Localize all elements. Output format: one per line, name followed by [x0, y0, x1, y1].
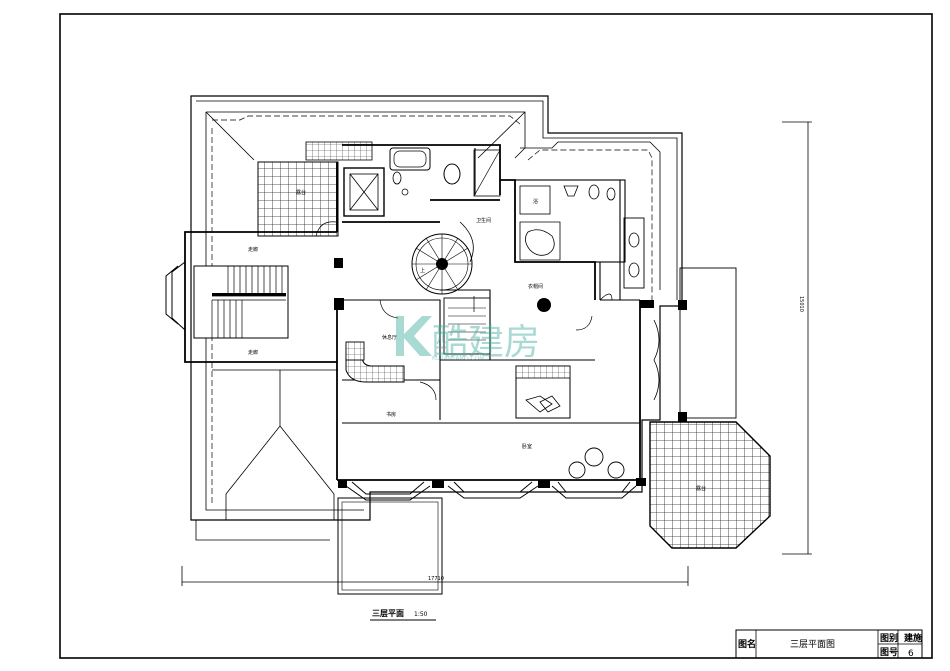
- sofa-end: [345, 341, 365, 361]
- watermark-logo: 酷建房 KUJIANFANG.COM: [396, 316, 540, 363]
- room-label-study: 书房: [386, 411, 396, 418]
- structural-columns: [334, 258, 687, 488]
- bathtub: [389, 147, 431, 171]
- lounge-chairs: [568, 447, 625, 479]
- room-label-bath: 浴: [533, 198, 538, 205]
- shower-box: [473, 149, 501, 197]
- drawing-caption: 三层平面: [372, 609, 404, 618]
- stair-up-label: 上: [420, 267, 425, 274]
- roof-lower-hip: [212, 369, 338, 521]
- room-label-corridor-bottom: 走廊: [248, 349, 258, 356]
- vanity-basin-2: [628, 262, 640, 278]
- balcony-bottom-inner: [341, 501, 439, 591]
- title-block-category-label: 图别: [880, 632, 898, 644]
- stair-box: [193, 265, 289, 339]
- spiral-stair: [411, 221, 474, 295]
- drawing-border: [59, 13, 933, 659]
- title-block-number-value: 6: [908, 649, 914, 659]
- right-balcony-column: [679, 267, 737, 419]
- toilet-right: [588, 184, 600, 200]
- spiral-stair-core: [436, 258, 448, 270]
- bed-pillows: [525, 395, 561, 413]
- dimension-height-label: 15010: [798, 296, 804, 312]
- door-swings: [315, 221, 613, 401]
- room-label-toilet: 卫生间: [476, 217, 491, 224]
- closet-column: [537, 298, 551, 312]
- room-label-terrace-right: 露台: [696, 485, 706, 492]
- elevator-shaft: [343, 167, 385, 217]
- room-label-bedroom: 卧室: [522, 443, 532, 450]
- vanity-basin-1: [628, 232, 640, 248]
- stair-bay-outline: [165, 261, 186, 331]
- shower-right: [519, 185, 551, 215]
- title-block-name-value: 三层平面图: [790, 639, 835, 650]
- dimension-height: [782, 121, 812, 555]
- elevator-cross: [349, 173, 379, 211]
- title-block-name-label: 图名: [738, 638, 756, 650]
- shower-diag: [473, 149, 501, 197]
- top-tile-strip: [305, 141, 373, 161]
- room-label-lounge: 休息厅: [382, 334, 397, 341]
- bathroom-right-outline: [514, 179, 626, 263]
- terrace-right-tiles: [649, 421, 771, 549]
- elevator-inner: [349, 173, 379, 211]
- terrace-left-tiles: [257, 161, 339, 237]
- closet-hangers: [448, 307, 486, 341]
- title-block-category-value: 建施: [904, 632, 922, 644]
- sink-fixture: [392, 171, 402, 185]
- roof-dashed-eave: [211, 115, 521, 505]
- balcony-bottom: [337, 497, 443, 595]
- title-block-number-label: 图号: [880, 647, 898, 658]
- dimension-width-label: 17710: [428, 576, 444, 582]
- room-label-closet: 衣帽间: [528, 283, 543, 290]
- floor-drain: [401, 188, 409, 196]
- title-block: [735, 629, 923, 659]
- roof-eave-left: [205, 111, 526, 511]
- watermark-site: KUJIANFANG.COM: [432, 355, 484, 362]
- bed-headboard: [515, 365, 571, 379]
- jacuzzi: [519, 221, 561, 261]
- roof-hip-line-right: [527, 149, 653, 300]
- stair-handrail: [212, 293, 286, 296]
- roof-outline: [190, 95, 683, 521]
- roof-lower-eave: [195, 520, 330, 541]
- room-label-terrace-left: 露台: [296, 189, 306, 196]
- closet-wardrobe: [443, 297, 491, 355]
- french-door-curtains: [653, 319, 660, 401]
- room-label-corridor-top: 走廊: [248, 246, 258, 253]
- sink-right: [563, 185, 579, 197]
- roof-inner-outline: [196, 100, 678, 300]
- toilet-fixture: [443, 163, 461, 185]
- bidet-right: [606, 187, 616, 201]
- bathtub-inner: [393, 150, 427, 168]
- drawing-scale: 1:50: [414, 611, 428, 618]
- bay-windows-bottom: [345, 481, 637, 501]
- vanity-counter: [623, 217, 645, 289]
- dimension-width: [181, 566, 689, 586]
- watermark-brand: 酷建房: [432, 322, 540, 363]
